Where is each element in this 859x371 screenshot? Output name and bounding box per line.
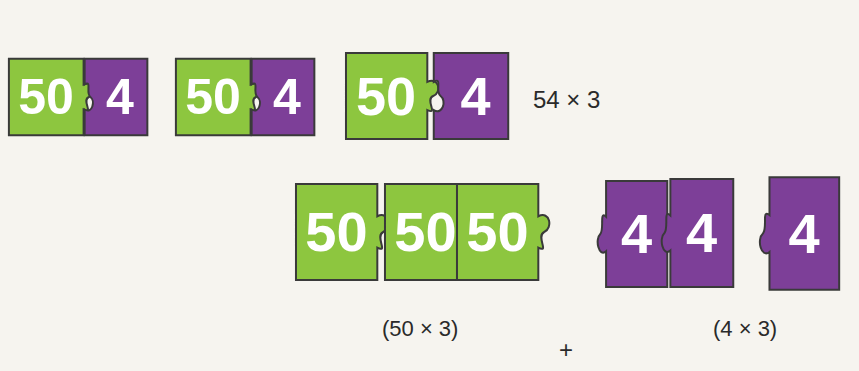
purple-puzzle-piece: 4 (596, 180, 668, 288)
green-puzzle-piece: 50 (345, 52, 443, 140)
purple-puzzle-piece: 4 (251, 58, 315, 136)
purple-puzzle-piece: 4 (84, 58, 148, 136)
piece-number: 50 (185, 72, 241, 122)
piece-number: 4 (686, 205, 717, 261)
piece-number: 4 (788, 206, 819, 262)
green-puzzle-piece: 50 (456, 183, 554, 281)
piece-number: 50 (18, 72, 74, 122)
piece-number: 4 (621, 206, 652, 262)
piece-number: 50 (356, 69, 416, 123)
multiplication-label: 54 × 3 (533, 88, 600, 112)
multiplication-label: (4 × 3) (713, 318, 777, 340)
purple-puzzle-piece: 4 (758, 176, 840, 291)
green-puzzle-piece: 50 (295, 183, 393, 281)
purple-puzzle-piece: 4 (660, 178, 734, 288)
piece-number: 50 (394, 204, 456, 260)
piece-number: 50 (466, 204, 528, 260)
piece-number: 4 (460, 69, 490, 123)
piece-number: 4 (273, 72, 301, 122)
piece-number: 4 (106, 72, 134, 122)
plus-sign: + (559, 338, 573, 362)
multiplication-label: (50 × 3) (382, 318, 458, 340)
purple-puzzle-piece: 4 (433, 52, 509, 140)
piece-number: 50 (305, 204, 367, 260)
